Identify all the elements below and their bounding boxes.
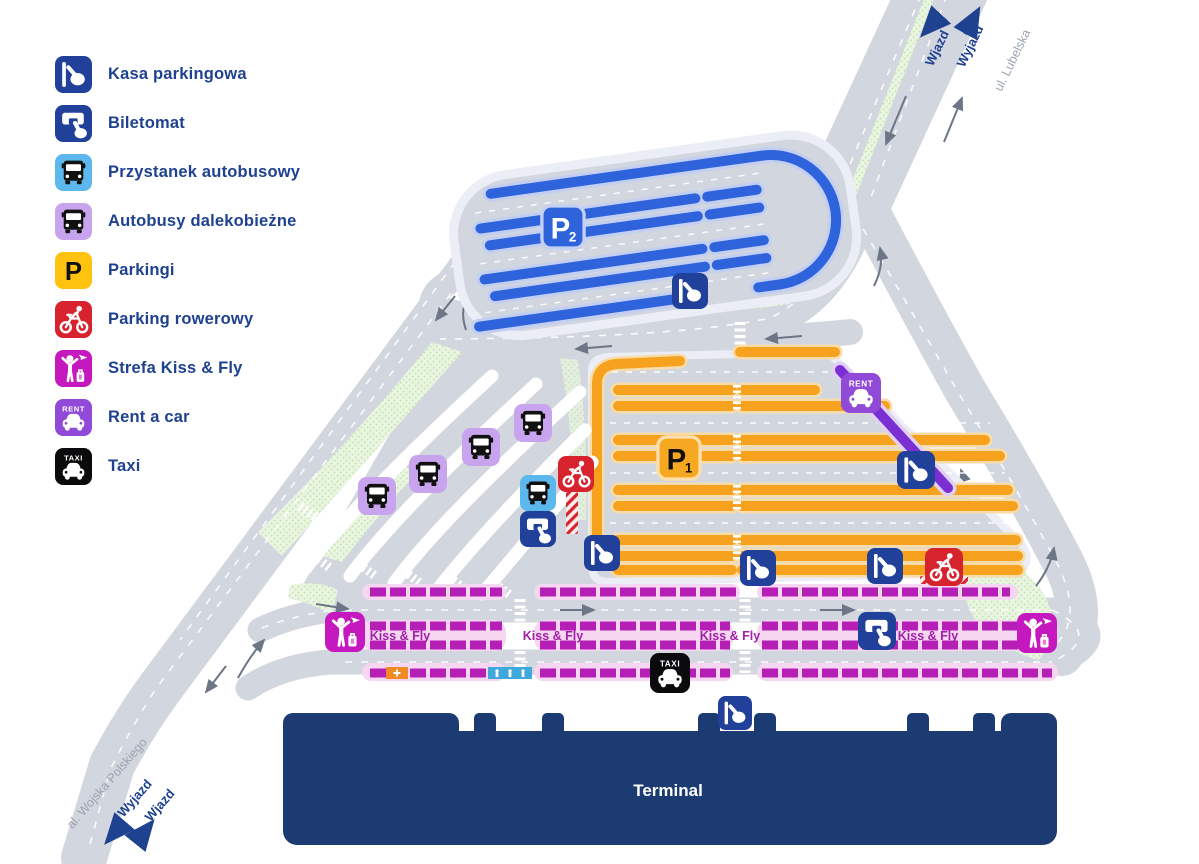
road-middle (417, 319, 863, 360)
map-kasa-icon (672, 273, 708, 309)
family-bay-figures-icon (495, 669, 525, 677)
legend-label: Strefa Kiss & Fly (108, 359, 243, 377)
legend-item-bus-stop: Przystanek autobusowy (55, 154, 300, 191)
legend-label: Kasa parkingowa (108, 65, 247, 83)
exit-arrow-bottom (104, 812, 135, 845)
legend-label: Parkingi (108, 261, 175, 279)
map-kasa-icon (740, 550, 776, 586)
bus-stop-icon (55, 154, 92, 191)
taxi-icon (55, 448, 92, 485)
ticket-machine-icon (55, 105, 92, 142)
kiss-and-fly-zone: Kiss & Fly Kiss & Fly Kiss & Fly Kiss & … (362, 584, 1058, 681)
legend-label: Parking rowerowy (108, 310, 254, 328)
kissfly-label-3: Kiss & Fly (700, 629, 760, 643)
map-bus-city-icon (520, 475, 556, 511)
map-rent-icon (841, 373, 881, 413)
kissfly-label-2: Kiss & Fly (523, 629, 583, 643)
map-kasa-icon (897, 451, 935, 489)
map-kasa-icon (867, 548, 903, 584)
bike-parking-strip-west (566, 492, 578, 534)
legend-item-taxi: Taxi (55, 448, 300, 485)
kissfly-label-1: Kiss & Fly (370, 629, 430, 643)
map-bus-coach-icon (409, 455, 447, 493)
terminal-label: Terminal (633, 781, 703, 800)
parking-pay-station-icon (55, 56, 92, 93)
legend-label: Autobusy dalekobieżne (108, 212, 297, 230)
map-biletomat-icon (858, 612, 896, 650)
terminal-building: Terminal (283, 713, 1057, 845)
map-bike-icon (558, 456, 594, 492)
street-name-top: ul. Lubelska (991, 27, 1033, 93)
exit-arrow-top (953, 6, 981, 41)
priority-bay-cross-icon (393, 669, 401, 677)
map-kissfly-icon (1017, 613, 1057, 653)
map-kissfly-icon (325, 612, 365, 652)
legend-item-biletomat: Biletomat (55, 105, 300, 142)
legend-label: Biletomat (108, 114, 185, 132)
map-kasa-icon (584, 535, 620, 571)
map-bus-coach-icon (514, 404, 552, 442)
traffic-arrows (204, 95, 1058, 694)
map-bus-coach-icon (462, 428, 500, 466)
entry-arrow-bottom (124, 818, 155, 853)
entry-arrow-top (919, 5, 952, 38)
map-badge-p2-icon (540, 204, 586, 250)
legend-label: Rent a car (108, 408, 190, 426)
legend-item-rent: Rent a car (55, 399, 300, 436)
legend-label: Taxi (108, 457, 141, 475)
map-kasa-icon (718, 696, 752, 730)
long-distance-bus-icon (55, 203, 92, 240)
legend-item-kasa: Kasa parkingowa (55, 56, 300, 93)
rent-a-car-icon (55, 399, 92, 436)
legend: Kasa parkingowa Biletomat Przystanek aut… (55, 56, 300, 497)
parking-lot-p2 (449, 130, 862, 341)
kissfly-label-4: Kiss & Fly (898, 629, 958, 643)
legend-item-bike: Parking rowerowy (55, 301, 300, 338)
kiss-and-fly-icon (55, 350, 92, 387)
map-bike-icon (925, 548, 963, 586)
map-taxi-icon (650, 653, 690, 693)
legend-item-coach: Autobusy dalekobieżne (55, 203, 300, 240)
map-biletomat-icon (520, 511, 556, 547)
bike-parking-icon (55, 301, 92, 338)
legend-item-parking: Parkingi (55, 252, 300, 289)
map-bus-coach-icon (358, 477, 396, 515)
map-badge-p1-icon (656, 435, 702, 481)
legend-label: Przystanek autobusowy (108, 163, 301, 181)
parking-icon (55, 252, 92, 289)
legend-item-kissfly: Strefa Kiss & Fly (55, 350, 300, 387)
